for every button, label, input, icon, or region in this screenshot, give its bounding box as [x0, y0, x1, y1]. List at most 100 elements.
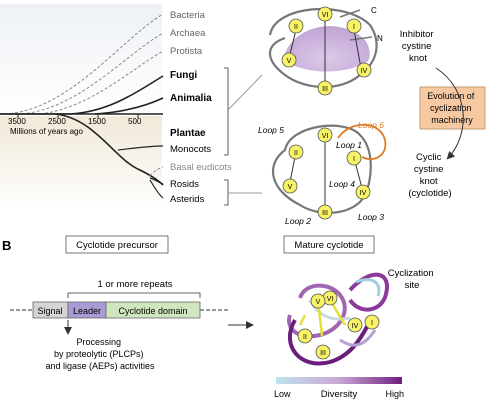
- loop-label: Loop 2: [285, 216, 311, 226]
- ribbon-strand: [339, 329, 377, 347]
- cysteine-label: IV: [352, 323, 359, 330]
- cyclotide-knot-diagram: VI II I V IV III Loop 5 Loop 6 Loop 1 Lo…: [258, 120, 452, 226]
- diversity-legend: Low Diversity High: [274, 377, 404, 400]
- taxon-basal-eudicots: Basal eudicots: [170, 162, 232, 173]
- title-line: cystine: [402, 41, 432, 52]
- cysteine-vi: VI: [317, 6, 333, 22]
- phylogeny-tree: 3500 2500 1500 500 Millions of years ago…: [0, 4, 263, 210]
- c-terminus-label: C: [371, 6, 377, 15]
- cysteine-iii: III: [315, 344, 331, 360]
- cysteine-label: V: [288, 184, 293, 191]
- mature-title-box: [283, 235, 375, 254]
- loop-label: Loop 1: [336, 140, 362, 150]
- cysteine-label: I: [371, 320, 373, 327]
- loop-label: Loop 3: [358, 212, 384, 222]
- title-line: knot: [409, 53, 427, 64]
- evolution-box: Evolution of cyclization machinery: [419, 67, 486, 160]
- leader-domain-label: Leader: [73, 306, 101, 316]
- cysteine-label: V: [287, 58, 292, 65]
- title-line: Inhibitor: [400, 29, 434, 40]
- branch-plantae: [54, 113, 164, 186]
- mature-title: Mature cyclotide: [294, 240, 363, 251]
- evolution-line: machinery: [431, 115, 473, 125]
- cysteine-label: I: [353, 24, 355, 31]
- processing-line: by proteolytic (PLCPs): [54, 349, 144, 359]
- cysteine-iii: III: [317, 204, 333, 220]
- loop-label: Loop 6: [358, 120, 384, 130]
- cysteine-label: IV: [361, 68, 368, 75]
- precursor-title: Cyclotide precursor: [76, 240, 158, 251]
- diversity-high-label: High: [385, 389, 404, 399]
- evolution-arrow: [435, 67, 464, 160]
- repeats-label: 1 or more repeats: [98, 279, 173, 290]
- taxon-archaea: Archaea: [170, 28, 206, 39]
- axis-title: Millions of years ago: [10, 127, 83, 136]
- taxon-monocots: Monocots: [170, 144, 211, 155]
- branch-protista: [39, 50, 164, 115]
- title-line: cystine: [414, 164, 444, 175]
- processing-line: and ligase (AEPs) activities: [45, 361, 155, 371]
- connector-upper: [227, 74, 263, 111]
- time-axis: 3500 2500 1500 500 Millions of years ago: [8, 114, 142, 136]
- diversity-low-label: Low: [274, 389, 291, 399]
- signal-domain-label: Signal: [37, 306, 62, 316]
- title-line: (cyclotide): [408, 188, 451, 199]
- diversity-title: Diversity: [321, 389, 358, 400]
- cysteine-iii: III: [317, 80, 333, 96]
- knot-backbone-tail: [339, 9, 373, 41]
- precursor-diagram: Cyclotide precursor 1 or more repeats Si…: [10, 235, 230, 371]
- cysteine-label: V: [316, 299, 321, 306]
- panel-b-label: B: [2, 238, 11, 253]
- cyclization-line: Cyclization: [388, 268, 434, 279]
- title-line: knot: [420, 176, 438, 187]
- inhibitor-knot-diagram: VI II I V IV III C N Inhibitor cystine k…: [268, 6, 436, 96]
- tree-sky-bg: [0, 4, 162, 116]
- cysteine-label: III: [322, 86, 328, 93]
- cysteine-label: II: [294, 150, 298, 157]
- branch-basal-eudicots: [149, 166, 164, 177]
- ribbon-strand: [355, 278, 381, 297]
- cyclotide-domain: [105, 301, 201, 319]
- axis-tick-label: 500: [128, 117, 142, 126]
- cyclization-line: site: [405, 280, 420, 291]
- loop-label: Loop 4: [329, 179, 355, 189]
- cysteine-v: V: [281, 52, 297, 68]
- cysteine-ii: II: [297, 328, 313, 344]
- inhibitor-knot-title: Inhibitor cystine knot: [400, 29, 436, 64]
- branch-monocots: [117, 145, 164, 151]
- cysteine-i: I: [346, 150, 362, 166]
- cysteine-label: III: [322, 210, 328, 217]
- cysteine-i: I: [364, 314, 380, 330]
- cyclotide-knot-title: Cyclic cystine knot (cyclotide): [408, 152, 451, 199]
- tree-ground-bg: [0, 116, 162, 210]
- cysteine-label: II: [294, 24, 298, 31]
- taxon-rosids: Rosids: [170, 179, 199, 190]
- bracket-upper: [224, 67, 229, 156]
- taxon-fungi: Fungi: [170, 70, 197, 81]
- cysteine-ii: II: [288, 144, 304, 160]
- cysteine-vi: VI: [317, 127, 333, 143]
- cysteine-label: VI: [322, 12, 329, 19]
- cysteine-iv: IV: [355, 184, 371, 200]
- taxon-plantae: Plantae: [170, 128, 206, 139]
- branch-bacteria: [4, 13, 164, 115]
- cysteine-ii: II: [288, 18, 304, 34]
- cysteine-label: II: [303, 334, 307, 341]
- n-terminus-label: N: [377, 34, 383, 43]
- axis-tick-label: 1500: [88, 117, 106, 126]
- repeats-bracket: [67, 292, 201, 298]
- cysteine-label: VI: [322, 133, 329, 140]
- axis-tick-label: 3500: [8, 117, 26, 126]
- knot-dome: [283, 26, 370, 72]
- taxon-animalia: Animalia: [170, 93, 212, 104]
- evolution-box-text: Evolution of cyclization machinery: [427, 91, 477, 125]
- cysteine-i: I: [346, 18, 362, 34]
- cyclization-site-label: Cyclization site: [388, 268, 437, 291]
- diversity-gradient-bar: [276, 377, 402, 384]
- ribbon-strand: [348, 272, 389, 312]
- loop-label: Loop 5: [258, 125, 284, 135]
- bracket-lower: [224, 179, 229, 206]
- precursor-title-box: [65, 235, 169, 254]
- cysteine-label: IV: [360, 190, 367, 197]
